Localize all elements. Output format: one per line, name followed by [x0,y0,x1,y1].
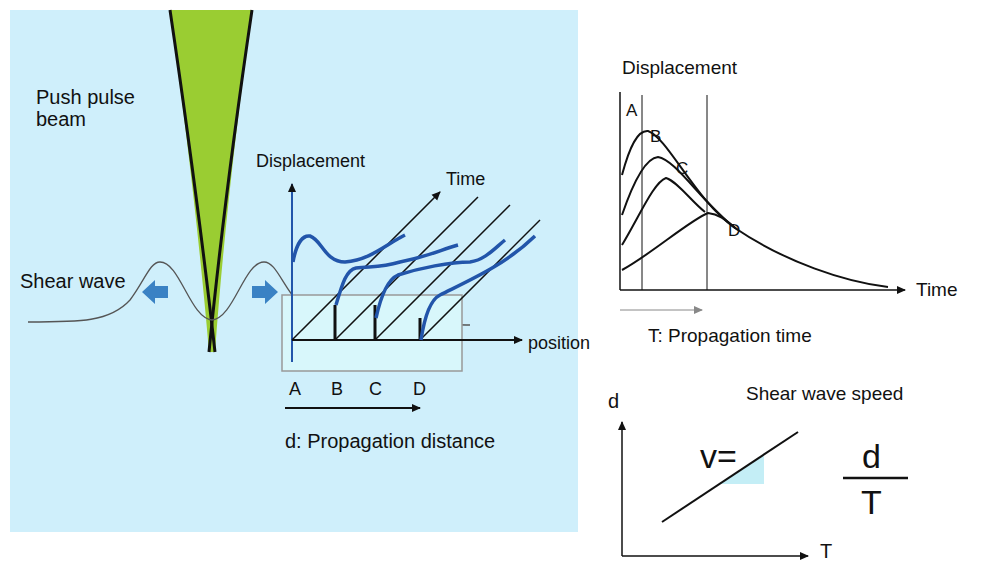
axis-label: Displacement [256,152,365,172]
point-label: B [331,380,343,400]
curve-label: C [676,160,688,179]
formula-text: d [862,438,881,475]
axis-label: Time [446,170,485,190]
axis-label: d [608,390,619,412]
axis-label: T [820,540,832,562]
wave-arrow-right [252,280,278,304]
wave-arrow-left [142,280,168,304]
formula-text: v= [700,438,737,475]
track-region [282,295,462,371]
beam-label: Push pulse beam [36,86,156,130]
wave-label: Shear wave [20,270,126,292]
formula-text: T [861,484,882,521]
point-label: A [289,380,301,400]
point-label: C [369,380,382,400]
distance-label: d: Propagation distance [285,430,495,452]
point-label: D [413,380,426,400]
axis-label: Displacement [622,58,737,79]
formula-title: Shear wave speed [746,384,903,405]
curve-label: B [650,128,661,147]
time-label: T: Propagation time [648,326,812,347]
push-beam [170,10,252,352]
tissue-panel [10,10,578,532]
axis-label: position [528,334,590,354]
curve-label: A [626,102,637,121]
axis-label: Time [916,280,958,301]
curve-label: D [728,222,740,241]
fraction-bar [843,477,908,480]
